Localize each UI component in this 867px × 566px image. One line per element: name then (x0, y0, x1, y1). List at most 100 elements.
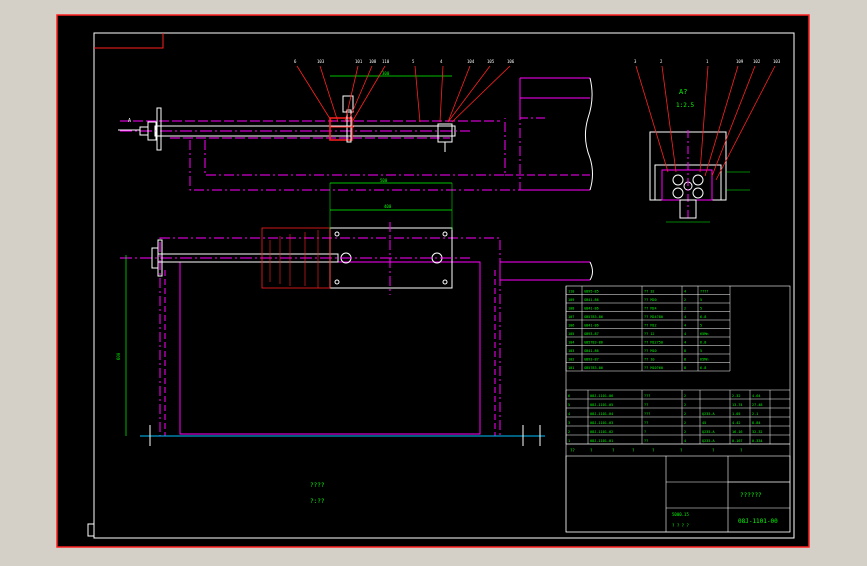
parts-cell: 8 (684, 366, 686, 370)
header-cell: ? (632, 448, 635, 453)
assy-cell: 2 (684, 430, 686, 434)
assy-cell: 27.48 (752, 403, 763, 407)
parts-cell: 4 (684, 332, 686, 336)
assy-cell: 8.84 (752, 421, 760, 425)
callout-105: 105 (487, 59, 495, 64)
callout-108: 108 (369, 59, 377, 64)
parts-cell: 2 (684, 307, 686, 311)
assy-cell: 08J-1101-01 (590, 439, 613, 443)
callout-106: 106 (507, 59, 515, 64)
header-cell: ? (680, 448, 683, 453)
assy-cell: 16.16 (732, 430, 743, 434)
parts-cell: 110 (568, 290, 574, 294)
callout-6: 6 (294, 59, 297, 64)
parts-cell: 6.8 (700, 315, 706, 319)
assy-cell: Q235-A (702, 439, 716, 443)
parts-cell: 102 (568, 358, 574, 362)
assy-cell: 4 (568, 412, 570, 416)
parts-cell: GB93-87 (584, 332, 599, 336)
assy-cell: ? (644, 430, 646, 434)
section-callout-109: 109 (736, 59, 744, 64)
assy-cell: 0.167 (732, 439, 743, 443)
dim-plate: 400 (384, 204, 392, 209)
parts-cell: ?? M24?80 (644, 315, 663, 319)
assy-cell: 2 (568, 430, 570, 434)
assy-cell: 0.334 (752, 439, 763, 443)
parts-cell: 6.8 (700, 366, 706, 370)
assy-cell: 4 (684, 439, 686, 443)
section-callout-2: 2 (660, 59, 663, 64)
parts-cell: GB5783-86 (584, 315, 603, 319)
drawing-name: ?????? (740, 492, 762, 499)
assy-cell: ?? (644, 403, 648, 407)
callout-5: 5 (412, 59, 415, 64)
assy-cell: ??? (644, 394, 650, 398)
callout-103: 103 (317, 59, 325, 64)
parts-cell: ?? M10 (644, 349, 657, 353)
parts-cell: 5 (700, 298, 702, 302)
parts-cell: 5 (700, 349, 702, 353)
callout-101: 101 (355, 59, 363, 64)
assy-cell: 13.74 (732, 403, 743, 407)
assy-cell: Q235-A (702, 430, 716, 434)
section-callout-3: 3 (634, 59, 637, 64)
view-arrow-label: A (128, 118, 131, 124)
assy-cell: 2.32 (732, 394, 740, 398)
callout-110: 110 (382, 59, 390, 64)
parts-cell: ?? M24 (644, 307, 657, 311)
parts-cell: 103 (568, 349, 574, 353)
assy-cell: Q235-A (702, 412, 716, 416)
assy-cell: ?? (644, 439, 648, 443)
header-cell: ? (612, 448, 615, 453)
drawing-sheet: ? ? ? ? (672, 523, 689, 528)
parts-cell: ?? M12 (644, 324, 657, 328)
parts-cell: 5 (700, 307, 702, 311)
section-callout-103: 103 (773, 59, 781, 64)
model-space (57, 15, 809, 547)
parts-cell: ?? 10 (644, 358, 655, 362)
drawing-number: 08J-1101-00 (738, 518, 778, 525)
parts-cell: GB5783-86 (584, 366, 603, 370)
section-callout-1: 1 (706, 59, 709, 64)
assy-cell: 32.32 (752, 430, 763, 434)
assy-cell: 45 (702, 421, 706, 425)
parts-cell: 107 (568, 315, 574, 319)
assy-cell: 08J-1101-03 (590, 421, 613, 425)
section-scale: 1:2.5 (676, 102, 694, 109)
assy-cell: 4.42 (732, 421, 740, 425)
header-cell: ? (590, 448, 593, 453)
parts-cell: ?? 12 (644, 332, 655, 336)
drawing-scale: 5000.15 (672, 512, 689, 517)
assy-cell: 2 (684, 394, 686, 398)
assy-cell: 08J-1101-05 (590, 403, 613, 407)
parts-cell: 8 (684, 349, 686, 353)
header-cell: ? (652, 448, 655, 453)
parts-cell: 101 (568, 366, 574, 370)
dim-mid-span: 500 (380, 178, 388, 183)
parts-cell: 2 (684, 298, 686, 302)
assy-cell: ??? (644, 412, 650, 416)
assy-cell: 4.64 (752, 394, 760, 398)
parts-cell: 106 (568, 324, 574, 328)
assy-cell: 1.05 (732, 412, 740, 416)
assy-cell: ?? (644, 421, 648, 425)
section-label: A? (679, 88, 687, 96)
parts-cell: ?? M12?50 (644, 341, 663, 345)
header-cell: ?? (570, 448, 575, 453)
parts-cell: GB41-86 (584, 324, 599, 328)
plan-view: 500 400 600 (116, 178, 593, 446)
assy-cell: 08J-1101-06 (590, 394, 613, 398)
parts-cell: 4 (684, 315, 686, 319)
parts-cell: 65Mn (700, 358, 708, 362)
assy-cell: 2.1 (752, 412, 758, 416)
assy-cell: 1 (568, 439, 570, 443)
callout-4: 4 (440, 59, 443, 64)
parts-cell: 4 (684, 341, 686, 345)
parts-cell: ?? 32 (644, 290, 655, 294)
parts-cell: 8 (684, 358, 686, 362)
parts-cell: GB93-87 (584, 358, 599, 362)
parts-cell: 105 (568, 332, 574, 336)
